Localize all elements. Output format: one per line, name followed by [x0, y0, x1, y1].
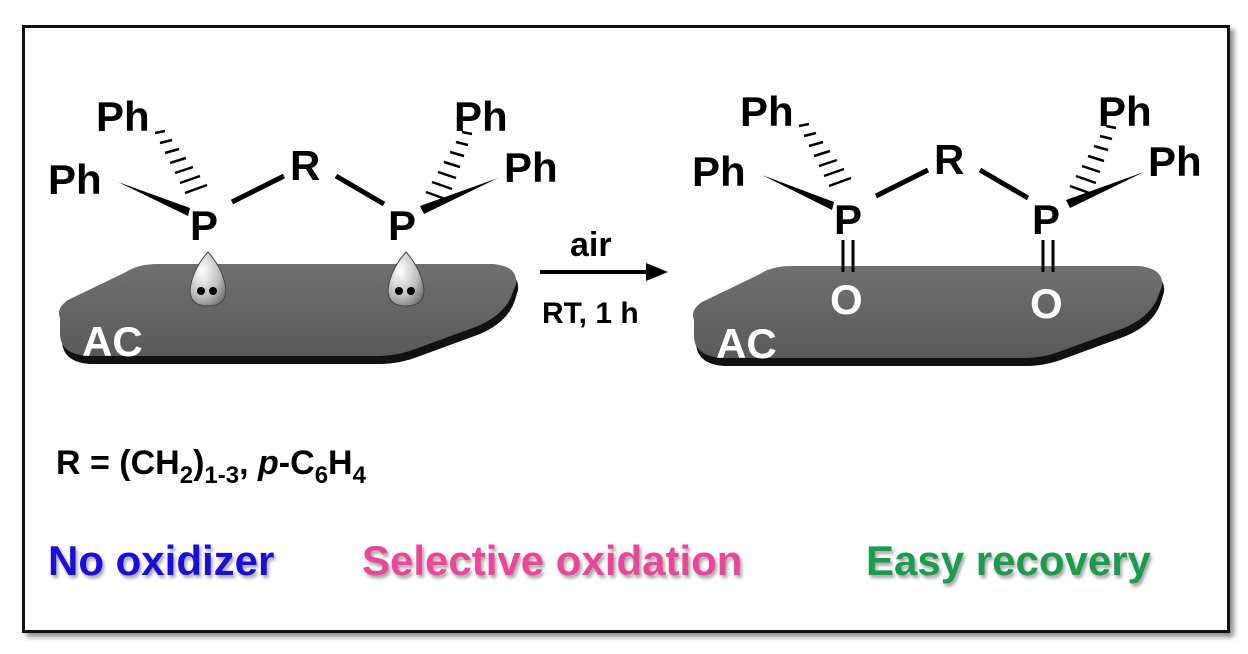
- ph-label: Ph: [1148, 138, 1202, 185]
- lone-pair-icon: [189, 251, 227, 307]
- hashed-bond: [154, 129, 208, 195]
- p-atom: P: [190, 202, 218, 249]
- def-italic: p: [257, 444, 279, 482]
- r-label: R: [290, 142, 320, 189]
- ph-label: Ph: [504, 144, 558, 191]
- product-molecule: Ph Ph Ph Ph R P P O O: [692, 88, 1202, 327]
- def-sub: 1-3: [204, 462, 239, 489]
- single-bond: [978, 167, 1030, 201]
- hashed-bond: [1069, 124, 1117, 196]
- product-support: AC: [693, 266, 1165, 367]
- def-c: -C: [279, 444, 315, 482]
- svg-text:R = (CH2)1-3, p-C6H4: R = (CH2)1-3, p-C6H4: [56, 444, 367, 489]
- def-sep: ,: [239, 444, 258, 482]
- r-definition: R = (CH2)1-3, p-C6H4: [56, 444, 367, 489]
- single-bond: [334, 173, 386, 207]
- p-atom: P: [1032, 196, 1060, 243]
- def-prefix: R = (CH: [56, 444, 180, 482]
- wedge-bond: [420, 178, 498, 214]
- ac-label-right: AC: [716, 320, 777, 367]
- def-paren: ): [193, 444, 204, 482]
- arrow-bottom-label: RT, 1 h: [542, 297, 639, 330]
- def-sub: 4: [353, 462, 367, 489]
- ph-label: Ph: [454, 93, 508, 140]
- reactant-support: AC: [59, 264, 519, 365]
- feature-easy-recovery: Easy recovery: [866, 537, 1152, 584]
- p-atom: P: [834, 196, 862, 243]
- single-bond: [874, 167, 930, 199]
- double-bond: [841, 240, 855, 272]
- feature-selective-oxidation: Selective oxidation: [362, 537, 742, 584]
- arrow-top-label: air: [570, 226, 612, 264]
- ph-label: Ph: [740, 88, 794, 135]
- r-label: R: [934, 136, 964, 183]
- hashed-bond: [425, 130, 473, 202]
- reaction-arrow: air RT, 1 h: [540, 226, 668, 330]
- wedge-bond: [762, 175, 834, 210]
- single-bond: [230, 173, 286, 205]
- def-h: H: [328, 444, 353, 482]
- arrow-head-icon: [646, 263, 668, 281]
- def-sub: 6: [315, 462, 328, 489]
- reactant-molecule: Ph Ph Ph Ph R P P: [48, 93, 558, 307]
- p-atom: P: [388, 202, 416, 249]
- ph-label: Ph: [96, 93, 150, 140]
- double-bond: [1041, 240, 1055, 272]
- wedge-bond: [118, 182, 190, 216]
- lone-pair-icon: [387, 251, 425, 307]
- ac-label-left: AC: [82, 318, 143, 365]
- wedge-bond: [1066, 172, 1144, 208]
- feature-labels: No oxidizer Selective oxidation Easy rec…: [48, 537, 1152, 584]
- feature-no-oxidizer: No oxidizer: [48, 537, 274, 584]
- ph-label: Ph: [48, 156, 102, 203]
- hashed-bond: [798, 122, 852, 188]
- def-sub: 2: [180, 462, 193, 489]
- o-atom: O: [1030, 280, 1063, 327]
- ph-label: Ph: [1098, 88, 1152, 135]
- o-atom: O: [830, 276, 863, 323]
- ph-label: Ph: [692, 148, 746, 195]
